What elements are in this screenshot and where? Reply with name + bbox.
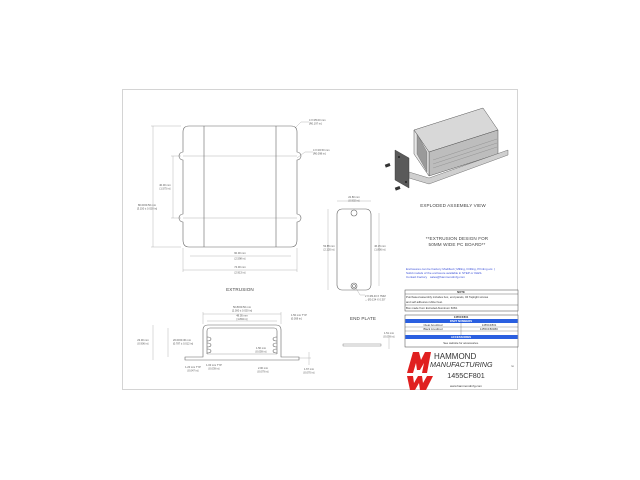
modification-note-line2: Solid models of the enclosure available …	[406, 271, 482, 275]
slot-gap-dim-in: [0.059 in]	[256, 350, 267, 354]
note-table-title: NOTE	[457, 290, 465, 294]
accessories-note: See website for accessories.	[443, 341, 479, 345]
slot-radius-dim-in: [R0.098 in]	[313, 152, 326, 156]
part-row-1-finish: Clear Anodized	[424, 323, 443, 327]
modification-note-contact-label: Contact Factory	[406, 275, 428, 279]
corner-radius-dim-in: [R0.197 in]	[309, 122, 322, 126]
drawing-part-number: 1455CF801	[447, 371, 485, 380]
end-plate-height-dim: 53.85 mm	[323, 244, 335, 248]
slot-spacing-dim: 40.00 mm	[159, 183, 171, 187]
corner-radius-dim: 4 X R5.00 mm	[309, 118, 326, 122]
side-wall-dim-in: [0.047 in]	[188, 369, 199, 373]
overall-width-dim-in: [2.913 in]	[235, 271, 246, 275]
hole-spacing-dim: 46.15 mm	[374, 244, 386, 248]
exploded-view-label: EXPLODED ASSEMBLY VIEW	[420, 203, 486, 208]
brand-name-line2: MANUFACTURING	[430, 360, 493, 369]
top-wall-dim: 1.50 mm TYP	[291, 313, 307, 317]
slot-spacing-dim-in: [1.575 in]	[160, 187, 171, 191]
profile-inner-width-dim-in: [1.894 in]	[237, 317, 248, 321]
end-plate-thickness-dim: 1.51 mm	[384, 331, 394, 335]
slot-gap-dim: 1.50 mm	[256, 346, 266, 350]
design-note-line2: 50MM WIDE PC BOARD**	[429, 242, 486, 247]
note-row-2: and self adhesive rubber feet.	[406, 300, 443, 304]
accessories-header: ACCESSORIES	[451, 335, 471, 339]
hammond-logo-icon	[407, 352, 433, 390]
total-height-dim-in: [0.906 in]	[138, 342, 149, 346]
side-wall-dim: 1.20 mm TYP	[185, 365, 201, 369]
hole-note-line1: 2 X Ø3.40 X 7MM	[365, 294, 386, 298]
end-plate-view	[336, 208, 382, 347]
part-row-2-number: 1455CF801BK	[480, 327, 498, 331]
end-plate-width-dim: 22.80 mm	[348, 195, 360, 199]
end-plate-label: END PLATE	[350, 316, 376, 321]
part-table-title: 1455CF801	[454, 315, 469, 319]
exploded-assembly-view	[384, 107, 509, 191]
profile-outer-width-dim: 50.80±0.50 mm	[233, 305, 251, 309]
brand-name-line1: HAMMOND	[434, 352, 476, 361]
extrusion-label: EXTRUSION	[226, 287, 254, 292]
modification-note-line1: Enclosures can be Factory Modified ( Mil…	[406, 267, 495, 271]
flange-offset-dim: 2.00 mm	[258, 366, 268, 370]
part-numbers-header: PART NUMBERS	[450, 319, 472, 323]
body-height-dim: 20.00±0.30 mm	[173, 338, 191, 342]
inner-width-dim: 60.00 mm	[234, 251, 246, 255]
extrusion-profile-view	[184, 324, 300, 361]
design-note-line1: **EXTRUSION DESIGN FOR	[426, 236, 489, 241]
drawing-sheet: 4 X R5.00 mm [R0.197 in] 4 X R2.50 mm [R…	[122, 89, 519, 390]
website-link[interactable]: www.hammondmfg.com	[450, 384, 483, 388]
note-row-3: Box made from Extruded Aluminum 6063.	[406, 306, 458, 310]
end-plate-width-dim-in: [0.902 in]	[349, 199, 360, 203]
part-row-1-number: 1455CF801	[482, 323, 497, 327]
hole-spacing-dim-in: [1.856 in]	[375, 248, 386, 252]
modification-note-email[interactable]: sales@hammondmfg.com	[430, 275, 465, 279]
brand-trademark: TM	[511, 366, 514, 368]
profile-dimension-lines	[152, 312, 311, 365]
top-view-dimension-lines	[151, 121, 313, 272]
length-dim: 80.00±0.50 mm	[138, 203, 156, 207]
top-wall-dim-in: [0.059 in]	[291, 317, 302, 321]
flange-offset-dim-in: [0.079 in]	[258, 370, 269, 374]
rib-dim: 1.00 mm TYP	[206, 363, 222, 367]
body-height-dim-in: [0.787 ± 0.012 in]	[173, 342, 193, 346]
note-row-1: Purchased assembly includes box, end pan…	[406, 295, 489, 299]
total-height-dim: 23.00 mm	[137, 338, 149, 342]
profile-outer-width-dim-in: [2.000 ± 0.020 in]	[232, 309, 252, 313]
length-dim-in: [3.150 ± 0.020 in]	[137, 207, 157, 211]
flange-thickness-dim-in: [0.070 in]	[304, 371, 315, 375]
note-table	[404, 289, 519, 312]
technical-drawing: 4 X R5.00 mm [R0.197 in] 4 X R2.50 mm [R…	[137, 107, 519, 390]
flange-thickness-dim: 1.67 mm	[304, 367, 314, 371]
part-table	[404, 314, 519, 348]
end-plate-height-dim-in: [2.120 in]	[324, 248, 335, 252]
extrusion-top-view	[178, 125, 302, 248]
hole-note-line2: ⌴ Ø0.134 X 0.30"	[365, 298, 386, 302]
end-plate-dimension-lines	[327, 200, 390, 349]
slot-radius-dim: 4 X R2.50 mm	[313, 148, 330, 152]
end-plate-thickness-dim-in: [0.059 in]	[384, 335, 395, 339]
rib-dim-in: [0.039 in]	[209, 367, 220, 371]
profile-inner-width-dim: 48.05 mm	[236, 314, 248, 318]
inner-width-dim-in: [2.598 in]	[235, 257, 246, 261]
overall-width-dim: 74.00 mm	[234, 265, 246, 269]
part-row-2-finish: Black Anodized	[423, 327, 443, 331]
